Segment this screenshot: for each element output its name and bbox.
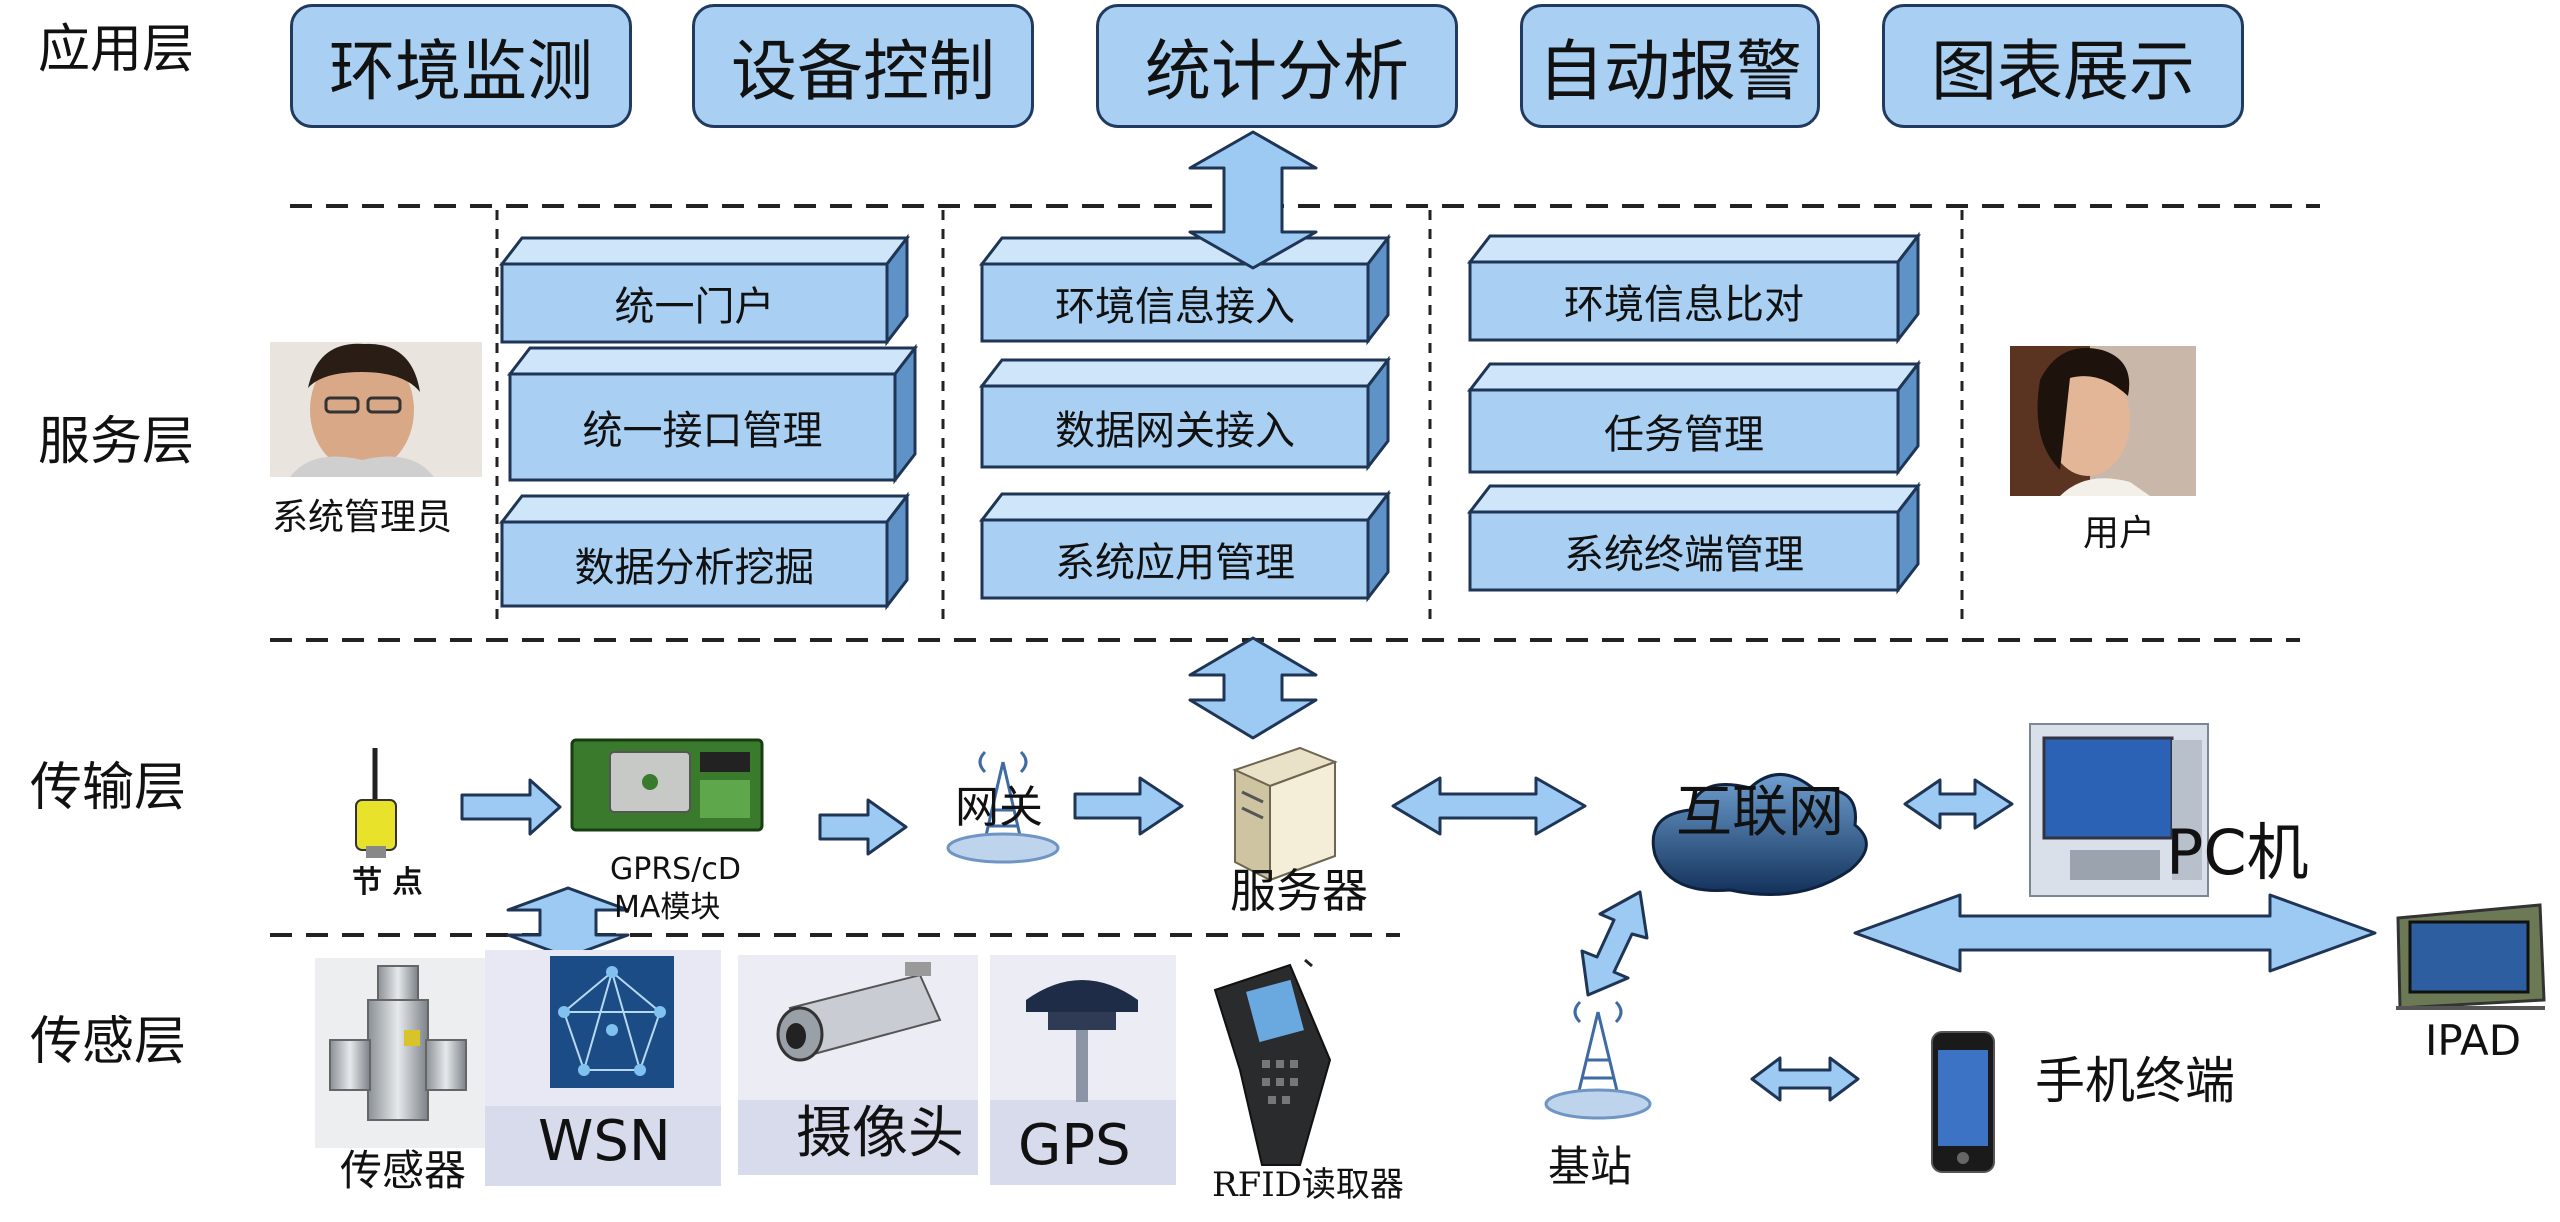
service-unified-portal: 统一门户 [614, 284, 775, 330]
admin-label: 系统管理员 [272, 497, 453, 538]
internet-cloud-icon [1651, 773, 1868, 896]
pc-label: PC机 [2166, 816, 2309, 889]
server-icon [1232, 746, 1338, 882]
arrow-gprs-wsn [506, 886, 630, 959]
gps-label: GPS [1018, 1113, 1131, 1178]
app-box-statistics: 统计分析 [1096, 4, 1458, 128]
wsn-label: WSN [538, 1109, 671, 1174]
arrow-server-internet [1391, 776, 1587, 836]
internet-label: 互联网 [1676, 780, 1844, 845]
base-station-tower-icon [1544, 1000, 1652, 1120]
service-layer-label: 服务层 [38, 412, 195, 472]
arrow-internet-ipad [1853, 893, 2377, 973]
app-box-device-control: 设备控制 [692, 4, 1034, 128]
node-label: 节 点 [352, 865, 423, 900]
service-unified-interface: 统一接口管理 [582, 408, 823, 454]
arrow-internet-base [1580, 890, 1649, 997]
service-box-3d [498, 231, 1922, 611]
arrow-gateway-server [1073, 776, 1184, 836]
gps-panel [990, 955, 1176, 1185]
arrow-gprs-gateway [818, 798, 908, 856]
app-layer-label: 应用层 [38, 20, 195, 80]
gprs-label-line1: GPRS/cD [610, 852, 741, 887]
rfid-label: RFID读取器 [1212, 1165, 1404, 1205]
node-device-icon [355, 748, 397, 858]
user-label: 用户 [2083, 513, 2156, 554]
arrow-node-gprs [460, 778, 562, 836]
arrow-service-transport [1188, 636, 1318, 740]
service-app-management: 系统应用管理 [1055, 540, 1295, 586]
arrow-internet-pc [1903, 778, 2014, 830]
gateway-label: 网关 [955, 782, 1043, 833]
sensing-layer-label: 传感层 [30, 1012, 187, 1072]
gprs-module-icon [570, 738, 764, 832]
arrow-base-mobile [1750, 1056, 1860, 1102]
mobile-label: 手机终端 [2035, 1052, 2235, 1110]
app-box-chart-display: 图表展示 [1882, 4, 2244, 128]
admin-avatar [270, 342, 482, 477]
service-terminal-management: 系统终端管理 [1564, 532, 1804, 578]
ipad-icon [2396, 903, 2546, 1010]
transport-layer-label: 传输层 [30, 758, 187, 818]
service-data-mining: 数据分析挖掘 [574, 545, 815, 591]
gateway-tower-icon [946, 750, 1060, 864]
user-avatar [2010, 346, 2196, 496]
service-task-management: 任务管理 [1604, 412, 1764, 458]
pressure-sensor-icon [315, 958, 487, 1148]
camera-panel [738, 955, 978, 1175]
ipad-label: IPAD [2425, 1016, 2522, 1065]
pc-icon [2029, 723, 2209, 897]
camera-label: 摄像头 [796, 1101, 964, 1166]
wsn-panel [485, 950, 721, 1186]
server-label: 服务器 [1230, 864, 1368, 918]
sensor-label: 传感器 [340, 1146, 467, 1195]
app-box-auto-alarm: 自动报警 [1520, 4, 1820, 128]
arrow-analysis-service [1188, 130, 1318, 270]
service-gateway-access: 数据网关接入 [1055, 407, 1295, 454]
app-box-env-monitor: 环境监测 [290, 4, 632, 128]
rfid-reader-icon [1213, 958, 1332, 1166]
service-env-info-access: 环境信息接入 [1055, 283, 1295, 330]
base-station-label: 基站 [1548, 1142, 1633, 1191]
service-env-compare: 环境信息比对 [1564, 282, 1804, 328]
gprs-label-line2: MA模块 [614, 890, 721, 925]
mobile-phone-icon [1931, 1031, 1995, 1173]
